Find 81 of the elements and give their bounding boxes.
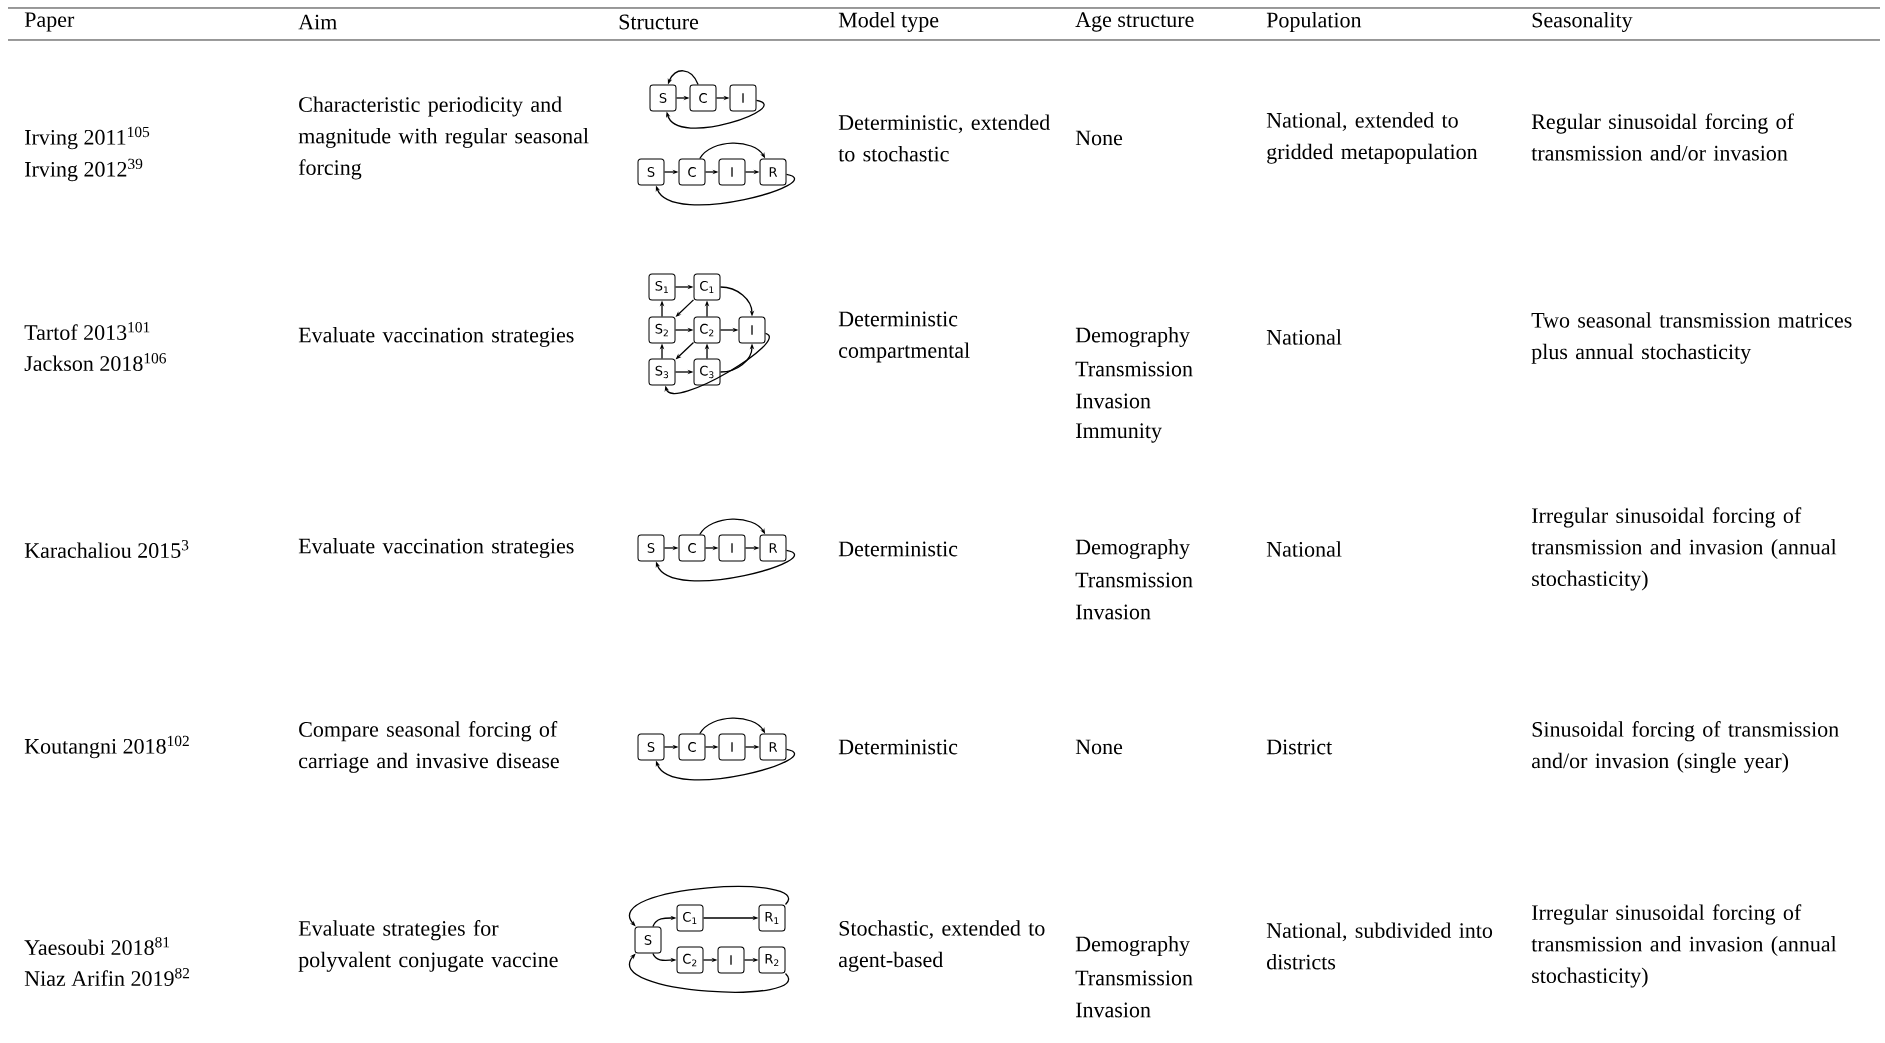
compartment-box: I xyxy=(717,946,745,974)
arrow xyxy=(667,70,699,86)
cell-text: Demography xyxy=(1075,327,1190,347)
cell-text: Irregular sinusoidal forcing of transmission and invasion (annual stochasticity) xyxy=(1531,507,1837,591)
citation: Niaz Arifin 2019$^{82}$ xyxy=(24,968,190,986)
cell-text: Deterministic compartmental xyxy=(838,311,970,363)
cell-text: Invasion xyxy=(1076,1002,1151,1018)
arrow xyxy=(665,99,765,129)
compartment-box: S$_{3}$ xyxy=(648,358,676,386)
compartment-box: R xyxy=(759,534,787,562)
cell-text: National xyxy=(1266,329,1342,345)
citation: Koutangni 2018$^{102}$ xyxy=(24,735,189,759)
compartment-box: I xyxy=(718,534,746,562)
cell-text: Deterministic xyxy=(838,541,958,557)
compartment-box: R$_{1}$ xyxy=(758,904,786,932)
cell-text: Demography xyxy=(1075,936,1190,956)
citation: Jackson 2018$^{106}$ xyxy=(24,353,166,371)
compartment-box: C xyxy=(689,84,717,112)
cell-text: Evaluate strategies for polyvalent conjugate vaccine xyxy=(298,920,558,972)
column-header: Population xyxy=(1266,12,1362,32)
compartment-box: I xyxy=(729,84,757,112)
cell-text: Evaluate vaccination strategies xyxy=(298,538,574,558)
compartment-box: C$_{1}$ xyxy=(676,904,704,932)
compartment-box: I xyxy=(718,733,746,761)
compartment-box: I xyxy=(738,316,766,344)
cell-text: District xyxy=(1266,739,1333,755)
arrow xyxy=(655,549,795,582)
cell-text: Immunity xyxy=(1076,423,1162,443)
column-header: Paper xyxy=(24,12,75,32)
compartment-box: C$_{3}$ xyxy=(693,358,721,386)
cell-text: Invasion xyxy=(1076,393,1151,409)
cell-text: Transmission xyxy=(1075,970,1193,986)
cell-text: Irregular sinusoidal forcing of transmission and invasion (annual stochasticity) xyxy=(1531,904,1837,988)
cell-text: Regular sinusoidal forcing of transmission and/or invasion xyxy=(1531,113,1794,161)
compartment-box: C xyxy=(678,733,706,761)
cell-text: National, subdivided into districts xyxy=(1266,922,1493,970)
cell-text: Deterministic xyxy=(838,739,958,755)
cell-text: Stochastic, extended to agent-based xyxy=(839,920,1045,972)
arrow xyxy=(655,173,795,206)
compartment-box: C$_{1}$ xyxy=(693,273,721,301)
compartment-box: C$_{2}$ xyxy=(676,946,704,974)
compartment-box: C xyxy=(678,534,706,562)
cell-text: Deterministic, extended to stochastic xyxy=(838,114,1050,162)
arrow xyxy=(655,748,795,781)
compartment-box: C xyxy=(678,158,706,186)
compartment-box: S xyxy=(637,158,665,186)
citation: Irving 2012$^{39}$ xyxy=(25,158,143,182)
cell-text: National, extended to gridded metapopulation xyxy=(1266,112,1478,164)
column-header: Seasonality xyxy=(1532,12,1633,32)
column-header: Model type xyxy=(838,12,939,32)
citation: Irving 2011$^{105}$ xyxy=(25,126,150,150)
column-header: Aim xyxy=(298,14,337,30)
column-header: Age structure xyxy=(1075,12,1194,32)
cell-text: Compare seasonal forcing of carriage and invasive disease xyxy=(299,721,559,773)
cell-text: Transmission xyxy=(1075,572,1193,588)
cell-text: Demography xyxy=(1075,539,1190,559)
cell-text: None xyxy=(1075,739,1123,755)
cell-text: Invasion xyxy=(1076,604,1151,620)
compartment-box: R xyxy=(759,158,787,186)
compartment-box: S$_{1}$ xyxy=(648,273,676,301)
compartment-box: S$_{2}$ xyxy=(648,316,676,344)
cell-text: Sinusoidal forcing of transmission and/or invasion (single year) xyxy=(1532,721,1839,773)
compartment-box: S xyxy=(637,534,665,562)
arrow xyxy=(664,332,770,394)
cell-text: None xyxy=(1075,130,1123,146)
citation: Karachaliou 2015$^{3}$ xyxy=(24,540,189,558)
cell-text: Characteristic periodicity and magnitude with regular seasonal forcing xyxy=(298,96,589,180)
cell-text: Evaluate vaccination strategies xyxy=(298,327,574,347)
compartment-box: S xyxy=(649,84,677,112)
citation: Tartof 2013$^{101}$ xyxy=(24,322,150,340)
compartment-box: I xyxy=(718,158,746,186)
cell-text: Transmission xyxy=(1075,361,1193,377)
compartment-box: R xyxy=(759,733,787,761)
compartment-box: R$_{2}$ xyxy=(758,946,786,974)
compartment-box: S xyxy=(634,926,662,954)
cell-text: Two seasonal transmission matrices plus annual stochasticity xyxy=(1531,312,1852,364)
citation: Yaesoubi 2018$^{81}$ xyxy=(24,937,170,955)
compartment-box: S xyxy=(637,733,665,761)
compartment-box: C$_{2}$ xyxy=(693,316,721,344)
cell-text: National xyxy=(1266,541,1342,557)
column-header: Structure xyxy=(619,14,699,30)
